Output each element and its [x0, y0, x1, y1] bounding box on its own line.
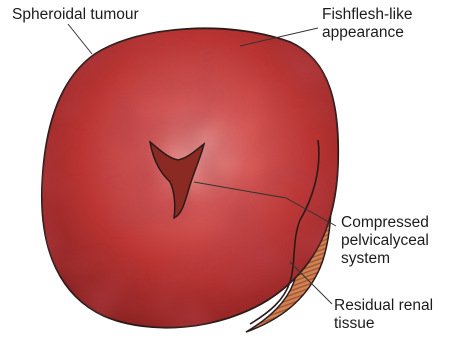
leader-line-spheroid [68, 24, 92, 54]
label-residual-renal-tissue: Residual renal tissue [334, 297, 433, 333]
label-compressed-pelvicalyceal-system: Compressed pelvicalyceal system [341, 214, 429, 268]
label-spheroidal-tumour: Spheroidal tumour [12, 6, 139, 24]
label-fishflesh-appearance: Fishflesh-like appearance [322, 6, 412, 42]
